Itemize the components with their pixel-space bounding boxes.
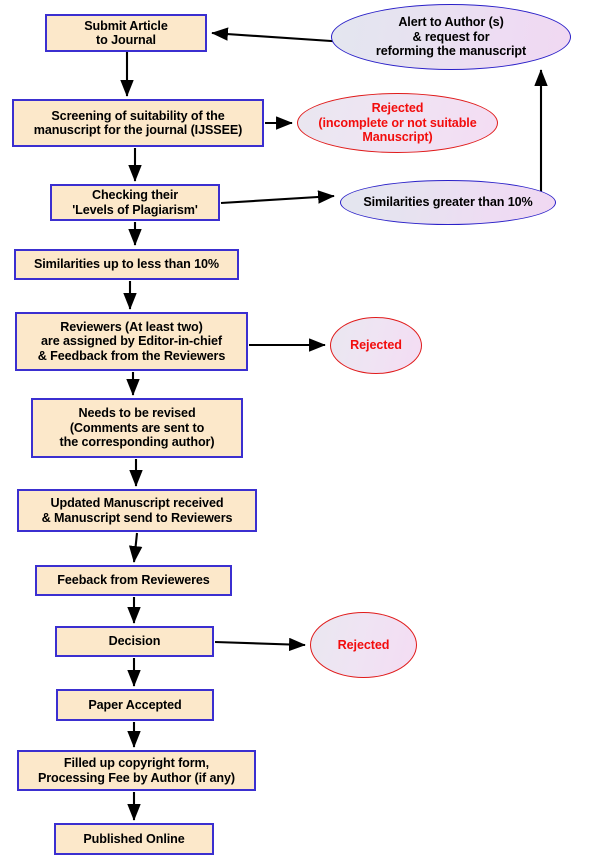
edge-decision-to-rejected	[214, 637, 306, 652]
node-label: Reviewers (At least two) are assigned by…	[37, 319, 226, 363]
node-rejected-incomplete: Rejected (incomplete or not suitable Man…	[297, 93, 498, 153]
node-published-online: Published Online	[54, 823, 214, 855]
node-label: Feeback from Revieweres	[57, 573, 210, 588]
edge-updated-to-feedback	[128, 532, 143, 563]
node-label: Similarities greater than 10%	[363, 195, 533, 210]
node-rejected-decision: Rejected	[310, 612, 417, 678]
node-checking-plagiarism: Checking their 'Levels of Plagiarism'	[50, 184, 220, 221]
node-submit-article: Submit Article to Journal	[45, 14, 207, 52]
node-paper-accepted: Paper Accepted	[56, 689, 214, 721]
node-label: Updated Manuscript received & Manuscript…	[41, 496, 233, 525]
node-label: Rejected	[350, 338, 402, 353]
node-feedback-reviewers: Feeback from Revieweres	[35, 565, 232, 596]
node-copyright-form: Filled up copyright form, Processing Fee…	[17, 750, 256, 791]
node-label: Similarities up to less than 10%	[33, 257, 220, 272]
node-needs-revision: Needs to be revised (Comments are sent t…	[31, 398, 243, 458]
node-rejected-review: Rejected	[330, 317, 422, 374]
node-label: Rejected (incomplete or not suitable Man…	[318, 101, 477, 145]
node-label: Checking their 'Levels of Plagiarism'	[72, 188, 198, 217]
node-screening-suitability: Screening of suitability of the manuscri…	[12, 99, 264, 147]
node-reviewers-assigned: Reviewers (At least two) are assigned by…	[15, 312, 248, 371]
edge-alert-to-submit	[211, 27, 347, 44]
node-label: Alert to Author (s) & request for reform…	[375, 15, 527, 59]
node-label: Needs to be revised (Comments are sent t…	[59, 406, 215, 450]
node-label: Submit Article to Journal	[84, 18, 168, 47]
node-label: Rejected	[337, 637, 390, 652]
node-updated-manuscript: Updated Manuscript received & Manuscript…	[17, 489, 257, 532]
node-similarities-greater: Similarities greater than 10%	[340, 180, 556, 225]
node-decision: Decision	[55, 626, 214, 657]
node-label: Paper Accepted	[88, 697, 182, 712]
node-label: Decision	[108, 634, 161, 649]
node-label: Published Online	[83, 831, 185, 846]
node-similarities-less: Similarities up to less than 10%	[14, 249, 239, 280]
edge-checking-to-similar-high	[220, 190, 335, 205]
node-label: Screening of suitability of the manuscri…	[33, 108, 243, 137]
node-label: Filled up copyright form, Processing Fee…	[37, 756, 236, 785]
node-alert-to-author: Alert to Author (s) & request for reform…	[331, 4, 571, 70]
